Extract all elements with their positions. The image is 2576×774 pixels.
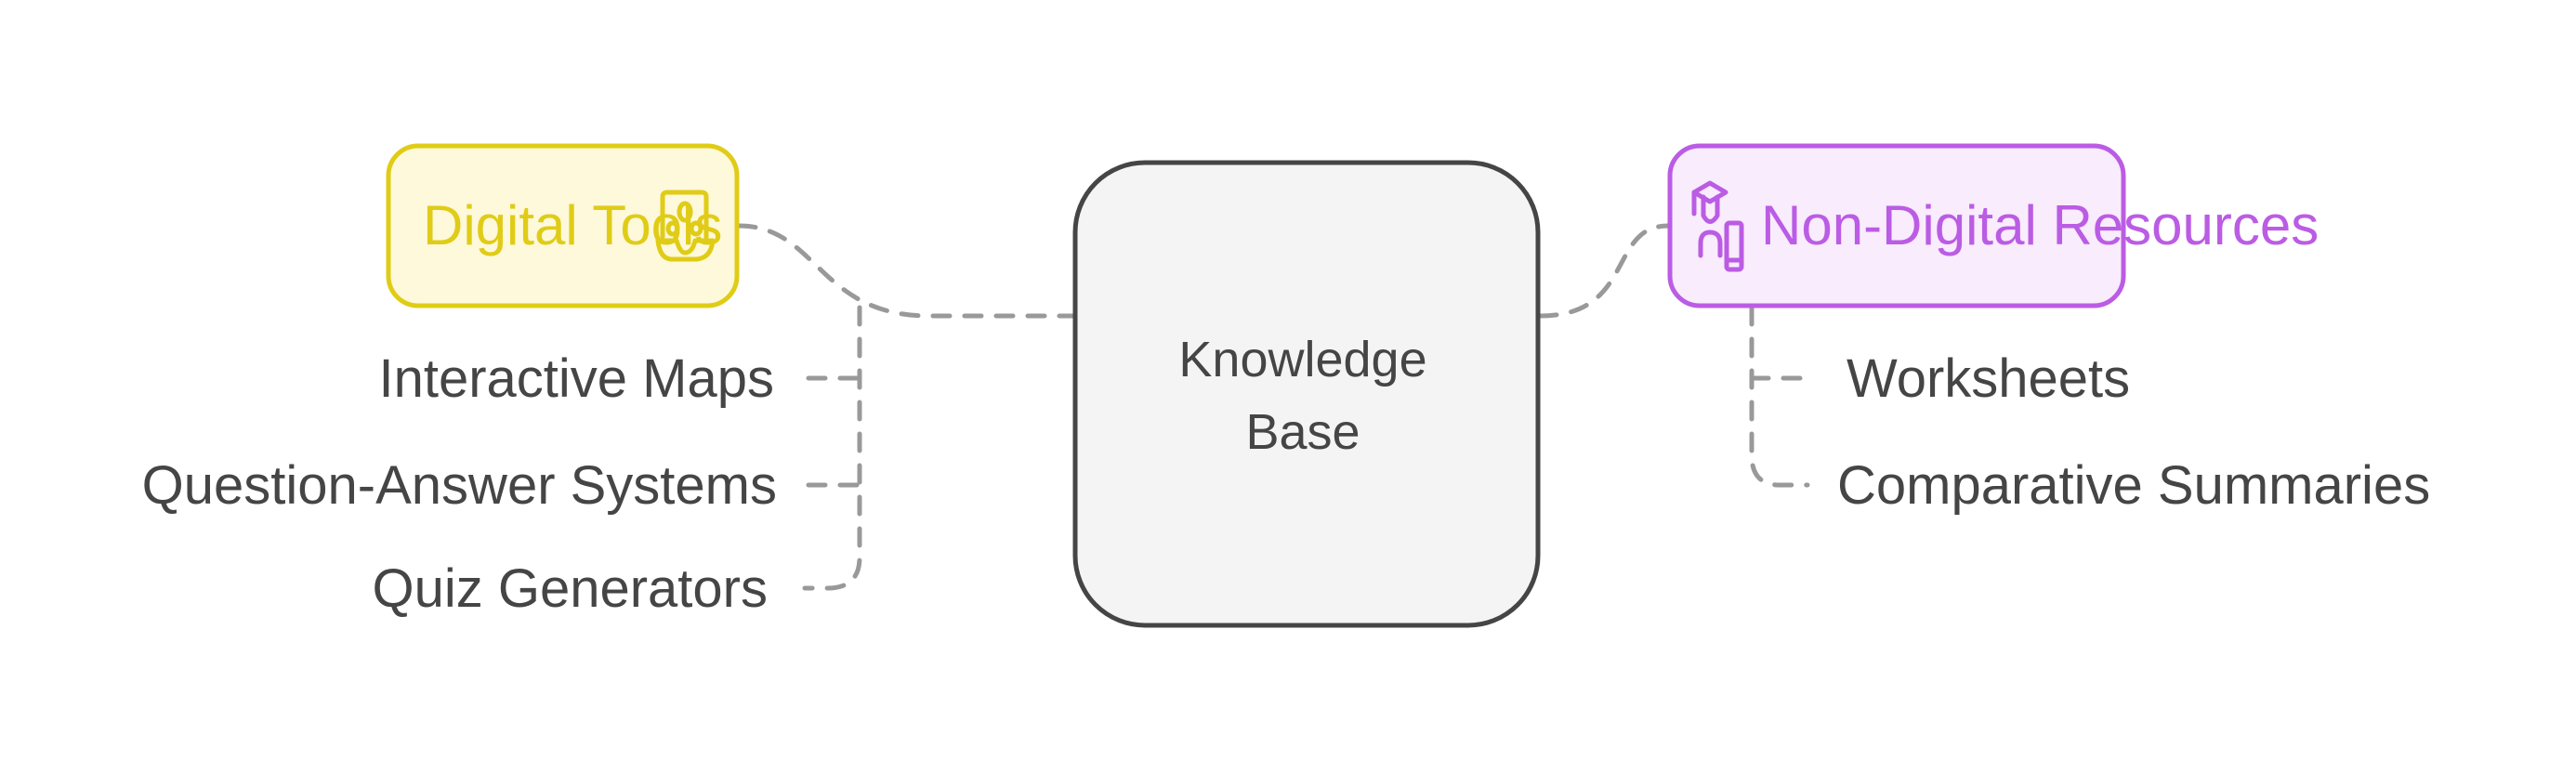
student-phone-icon	[1691, 180, 1744, 272]
non-digital-title: Non-Digital Resources	[1761, 194, 2319, 256]
center-node[interactable]: Knowledge Base	[1072, 160, 1541, 628]
list-item: Quiz Generators	[372, 558, 768, 619]
list-item: Comparative Summaries	[1837, 455, 2430, 516]
laptop-network-icon	[655, 190, 716, 262]
list-item: Interactive Maps	[378, 348, 774, 409]
list-item: Worksheets	[1847, 348, 2130, 409]
digital-tools-node[interactable]: Digital Tools	[386, 143, 740, 308]
center-label-line1: Knowledge	[1178, 332, 1426, 387]
list-item: Question-Answer Systems	[142, 455, 777, 516]
digital-tools-branch-line	[802, 305, 862, 591]
connector-digital-tools	[736, 223, 1076, 319]
non-digital-branch-line	[1749, 305, 1810, 488]
non-digital-resources-node[interactable]: Non-Digital Resources	[1667, 143, 2319, 308]
connector-non-digital	[1537, 223, 1671, 319]
center-label-line2: Base	[1245, 404, 1360, 460]
